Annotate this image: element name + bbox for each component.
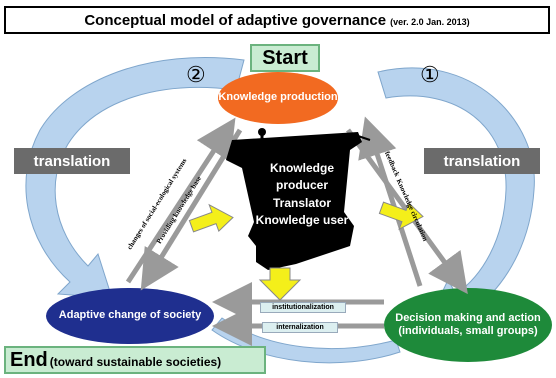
arrow-kp-to-dm xyxy=(345,128,468,295)
title-box: Conceptual model of adaptive governance … xyxy=(4,6,550,34)
adaptive-change-node xyxy=(46,288,214,344)
knowledge-production-label: Knowledge production xyxy=(218,91,338,104)
end-text: End xyxy=(10,348,48,371)
end-label: End (toward sustainable societies) xyxy=(4,346,266,374)
label-institutionalization: institutionalization xyxy=(260,302,346,313)
arrow-kp-to-adapt xyxy=(140,128,243,291)
title-version: (ver. 2.0 Jan. 2013) xyxy=(390,17,470,27)
adaptive-change-label: Adaptive change of society xyxy=(58,309,202,322)
translation-right: translation xyxy=(424,148,540,174)
center-line-3: Translator xyxy=(272,195,332,210)
yellow-arrow-right xyxy=(378,201,424,231)
decision-making-node xyxy=(384,288,552,362)
yellow-arrow-down xyxy=(258,267,302,301)
decision-making-label: Decision making and action (individuals,… xyxy=(395,311,541,337)
center-roles: Knowledge producer Translator Knowledge … xyxy=(242,160,362,230)
marker-one: ① xyxy=(420,62,440,87)
center-figure xyxy=(226,132,362,270)
center-figure-tassel xyxy=(357,135,371,141)
label-internalization: internalization xyxy=(262,322,338,333)
start-label: Start xyxy=(250,44,320,72)
center-line-2: producer xyxy=(275,178,328,193)
center-figure-knob xyxy=(258,128,266,136)
yellow-arrow-left xyxy=(188,203,234,233)
knowledge-production-node xyxy=(218,72,338,124)
center-line-4: Knowledge user xyxy=(255,213,349,228)
translation-left: translation xyxy=(14,148,130,174)
end-subtext: (toward sustainable societies) xyxy=(49,355,222,369)
title-text: Conceptual model of adaptive governance xyxy=(84,11,387,29)
left-cycle-arc xyxy=(25,57,245,299)
center-line-1: Knowledge xyxy=(269,161,334,175)
marker-two: ② xyxy=(186,62,206,87)
